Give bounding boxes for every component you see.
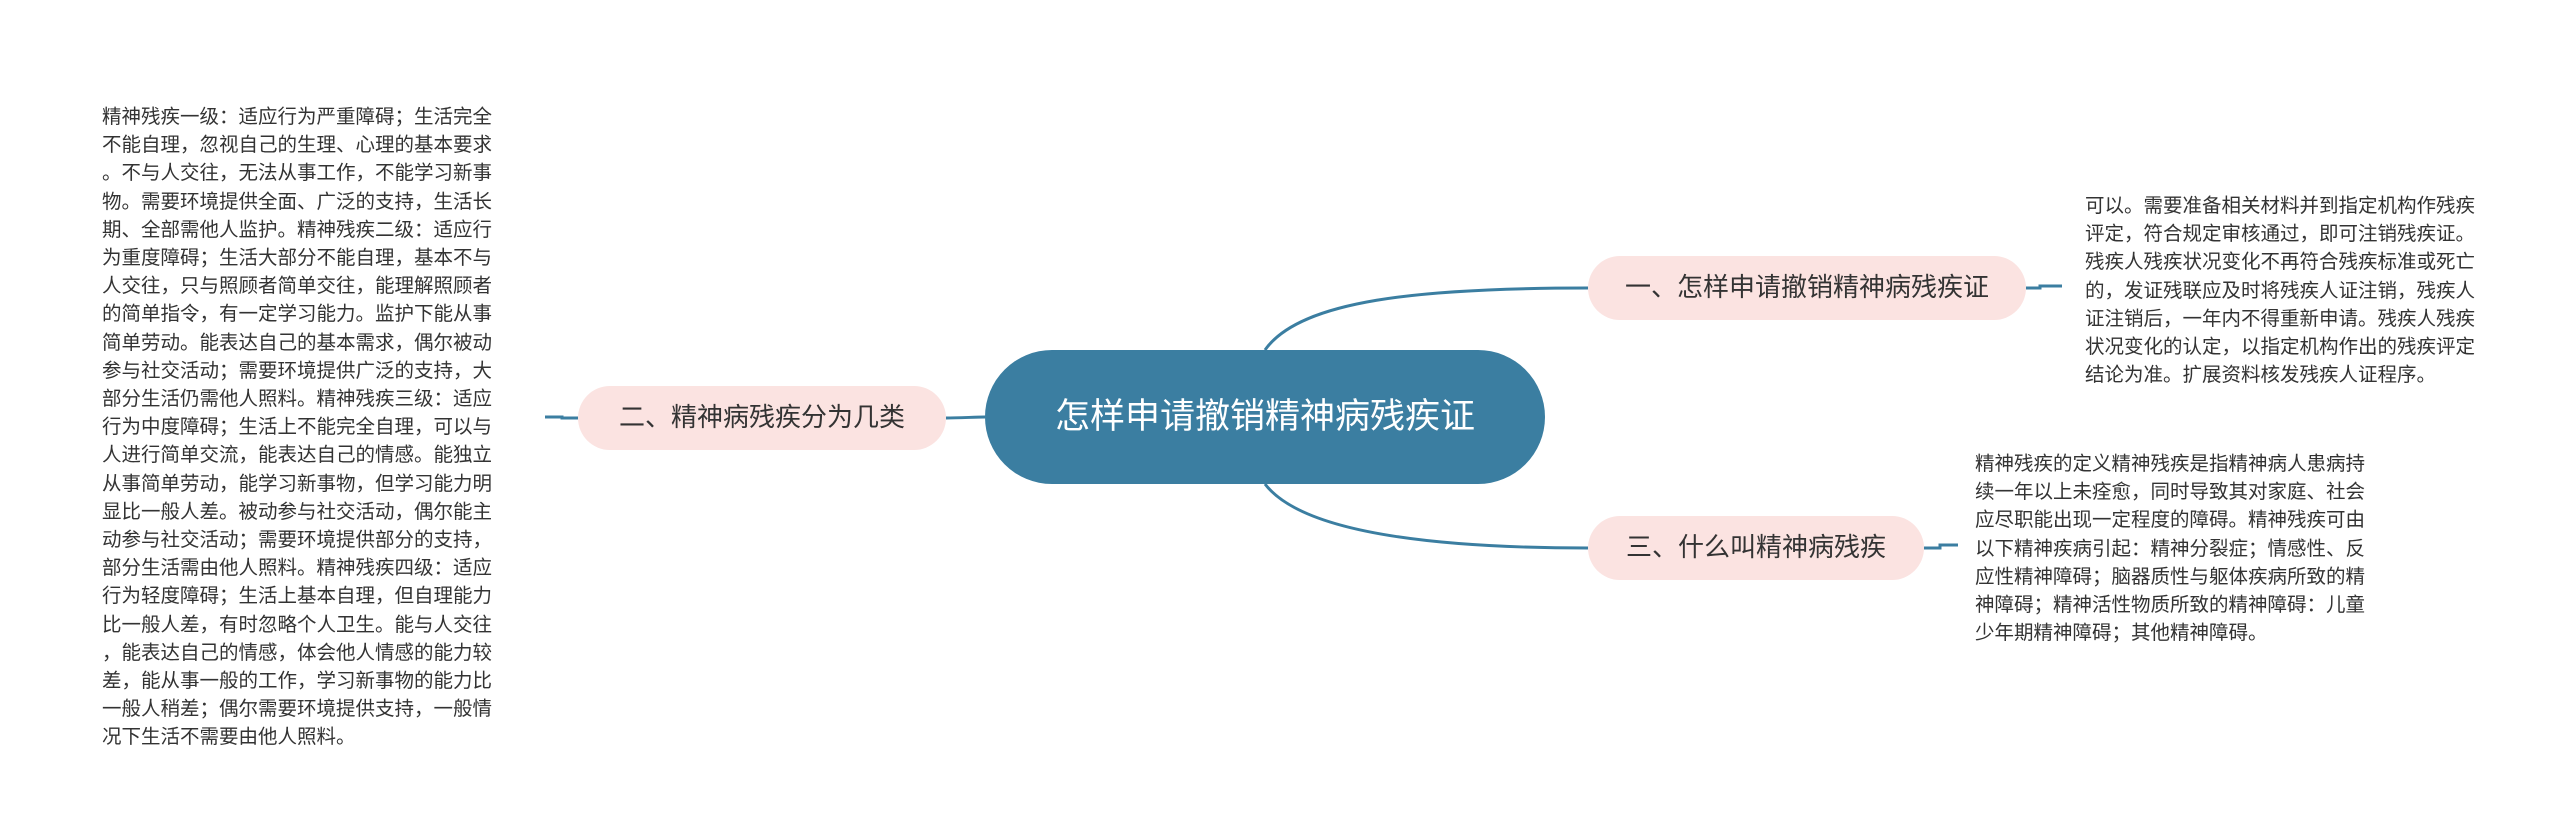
branch-node-3[interactable]: 三、什么叫精神病残疾: [1588, 516, 1924, 580]
branch-node-1[interactable]: 一、怎样申请撤销精神病残疾证: [1588, 256, 2026, 320]
branch-node-2[interactable]: 二、精神病残疾分为几类: [578, 386, 946, 450]
branch-detail-text-2: 精神残疾一级：适应行为严重障碍；生活完全 不能自理，忽视自己的生理、心理的基本要…: [102, 105, 493, 749]
connector-central-to-branch-1: [1263, 286, 1589, 351]
branch-label-1: 一、怎样申请撤销精神病残疾证: [1624, 273, 1989, 303]
branch-label-2: 二、精神病残疾分为几类: [618, 403, 905, 433]
connector-central-to-branch-2: [945, 415, 986, 420]
connector-branch-2-to-detail: [545, 415, 578, 420]
connector-branch-1-to-detail: [2026, 284, 2062, 290]
branch-label-3: 三、什么叫精神病残疾: [1625, 533, 1886, 563]
branch-detail-text-3: 精神残疾的定义精神残疾是指精神病人患病持 续一年以上未痊愈，同时导致其对家庭、社…: [1975, 452, 2366, 645]
connector-branch-3-to-detail: [1924, 543, 1958, 550]
central-topic-title: 怎样申请撤销精神病残疾证: [1055, 397, 1476, 437]
connector-central-to-branch-3: [1263, 483, 1589, 550]
central-topic-node[interactable]: 怎样申请撤销精神病残疾证: [985, 350, 1545, 484]
branch-detail-text-1: 可以。需要准备相关材料并到指定机构作残疾 评定，符合规定审核通过，即可注销残疾证…: [2085, 194, 2476, 387]
